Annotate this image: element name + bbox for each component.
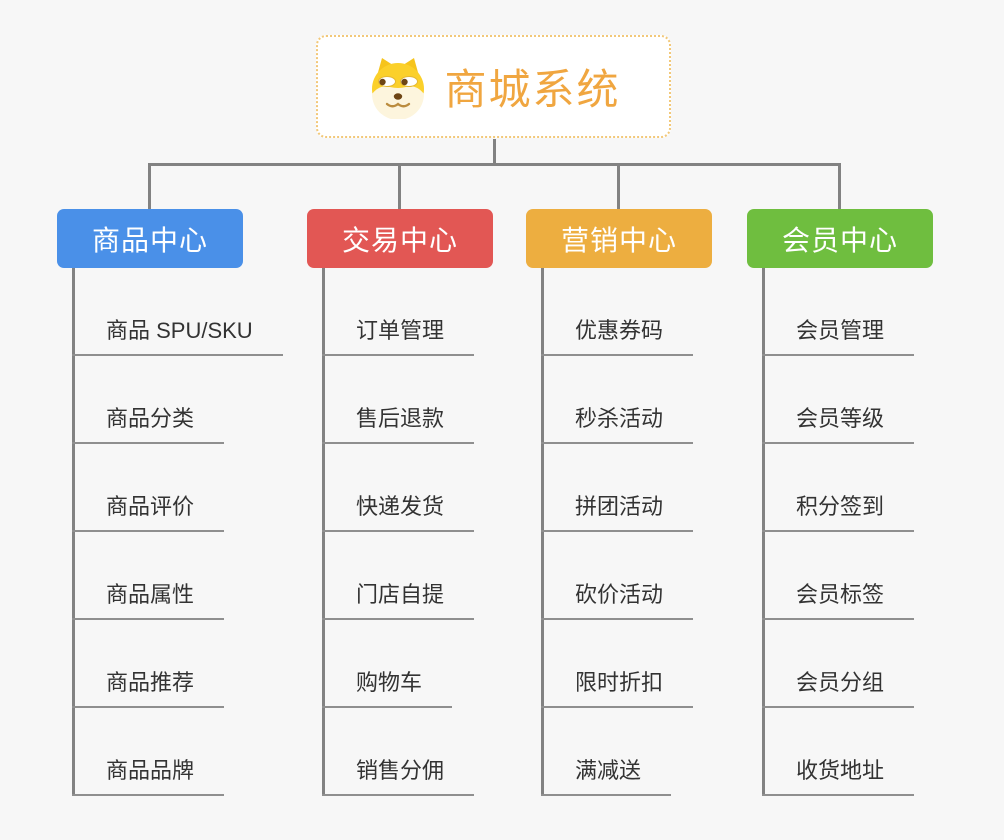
branch-member-center: 会员中心 会员管理 会员等级 积分签到 会员标签 会员分组 收货地址 — [747, 209, 933, 796]
root-connector-stem — [493, 139, 496, 164]
branch-label: 营销中心 — [560, 224, 677, 256]
branch-node-member-center[interactable]: 会员中心 — [747, 209, 933, 268]
leaf-node[interactable]: 商品 SPU/SKU — [72, 268, 283, 356]
branch-items-marketing: 优惠券码 秒杀活动 拼团活动 砍价活动 限时折扣 满减送 — [541, 268, 712, 796]
leaf-node[interactable]: 商品品牌 — [72, 708, 243, 796]
leaf-label: 收货地址 — [762, 753, 915, 796]
leaf-label: 订单管理 — [322, 313, 475, 356]
leaf-label: 会员标签 — [762, 577, 915, 620]
leaf-node[interactable]: 商品评价 — [72, 444, 243, 532]
leaf-label: 会员分组 — [762, 665, 915, 708]
leaf-node[interactable]: 售后退款 — [322, 356, 493, 444]
leaf-label: 优惠券码 — [541, 313, 694, 356]
branch-label: 商品中心 — [91, 224, 208, 256]
leaf-node[interactable]: 订单管理 — [322, 268, 493, 356]
leaf-label: 售后退款 — [322, 401, 475, 444]
branch-label: 交易中心 — [341, 224, 458, 256]
branch-marketing-center: 营销中心 优惠券码 秒杀活动 拼团活动 砍价活动 限时折扣 满减送 — [526, 209, 712, 796]
leaf-node[interactable]: 商品推荐 — [72, 620, 243, 708]
leaf-node[interactable]: 会员管理 — [762, 268, 933, 356]
branch-product-center: 商品中心 商品 SPU/SKU 商品分类 商品评价 商品属性 商品推荐 商品品牌 — [57, 209, 283, 796]
leaf-label: 拼团活动 — [541, 489, 694, 532]
leaf-label: 会员管理 — [762, 313, 915, 356]
leaf-node[interactable]: 快递发货 — [322, 444, 493, 532]
leaf-label: 销售分佣 — [322, 753, 475, 796]
leaf-label: 门店自提 — [322, 577, 475, 620]
leaf-node[interactable]: 砍价活动 — [541, 532, 712, 620]
leaf-node[interactable]: 秒杀活动 — [541, 356, 712, 444]
leaf-node[interactable]: 商品属性 — [72, 532, 243, 620]
leaf-node[interactable]: 会员标签 — [762, 532, 933, 620]
leaf-label: 秒杀活动 — [541, 401, 694, 444]
root-title: 商城系统 — [444, 66, 621, 113]
branch-trade-center: 交易中心 订单管理 售后退款 快递发货 门店自提 购物车 销售分佣 — [307, 209, 493, 796]
connector-drop-product — [148, 163, 151, 209]
branch-items-member: 会员管理 会员等级 积分签到 会员标签 会员分组 收货地址 — [762, 268, 933, 796]
leaf-node[interactable]: 销售分佣 — [322, 708, 493, 796]
leaf-label: 限时折扣 — [541, 665, 694, 708]
leaf-node[interactable]: 会员等级 — [762, 356, 933, 444]
leaf-label: 商品品牌 — [72, 753, 225, 796]
leaf-node[interactable]: 限时折扣 — [541, 620, 712, 708]
connector-drop-marketing — [617, 163, 620, 209]
leaf-label: 商品推荐 — [72, 665, 225, 708]
leaf-label: 满减送 — [541, 753, 672, 796]
connector-drop-trade — [398, 163, 401, 209]
leaf-node[interactable]: 优惠券码 — [541, 268, 712, 356]
leaf-label: 会员等级 — [762, 401, 915, 444]
leaf-node[interactable]: 积分签到 — [762, 444, 933, 532]
connector-drop-member — [838, 163, 841, 209]
branch-items-trade: 订单管理 售后退款 快递发货 门店自提 购物车 销售分佣 — [322, 268, 493, 796]
leaf-node[interactable]: 满减送 — [541, 708, 712, 796]
dog-icon — [366, 55, 430, 119]
leaf-label: 商品属性 — [72, 577, 225, 620]
branch-node-product-center[interactable]: 商品中心 — [57, 209, 243, 268]
leaf-label: 商品评价 — [72, 489, 225, 532]
leaf-label: 砍价活动 — [541, 577, 694, 620]
leaf-label: 积分签到 — [762, 489, 915, 532]
root-node[interactable]: 商城系统 — [316, 35, 671, 138]
leaf-node[interactable]: 门店自提 — [322, 532, 493, 620]
leaf-node[interactable]: 拼团活动 — [541, 444, 712, 532]
leaf-node[interactable]: 会员分组 — [762, 620, 933, 708]
leaf-node[interactable]: 商品分类 — [72, 356, 243, 444]
branch-node-marketing-center[interactable]: 营销中心 — [526, 209, 712, 268]
root-connector-rail — [148, 163, 841, 166]
branch-label: 会员中心 — [781, 224, 898, 256]
leaf-node[interactable]: 收货地址 — [762, 708, 933, 796]
leaf-label: 商品分类 — [72, 401, 225, 444]
leaf-node[interactable]: 购物车 — [322, 620, 493, 708]
branch-node-trade-center[interactable]: 交易中心 — [307, 209, 493, 268]
branch-items-product: 商品 SPU/SKU 商品分类 商品评价 商品属性 商品推荐 商品品牌 — [72, 268, 283, 796]
leaf-label: 购物车 — [322, 665, 453, 708]
leaf-label: 快递发货 — [322, 489, 475, 532]
leaf-label: 商品 SPU/SKU — [72, 313, 283, 356]
